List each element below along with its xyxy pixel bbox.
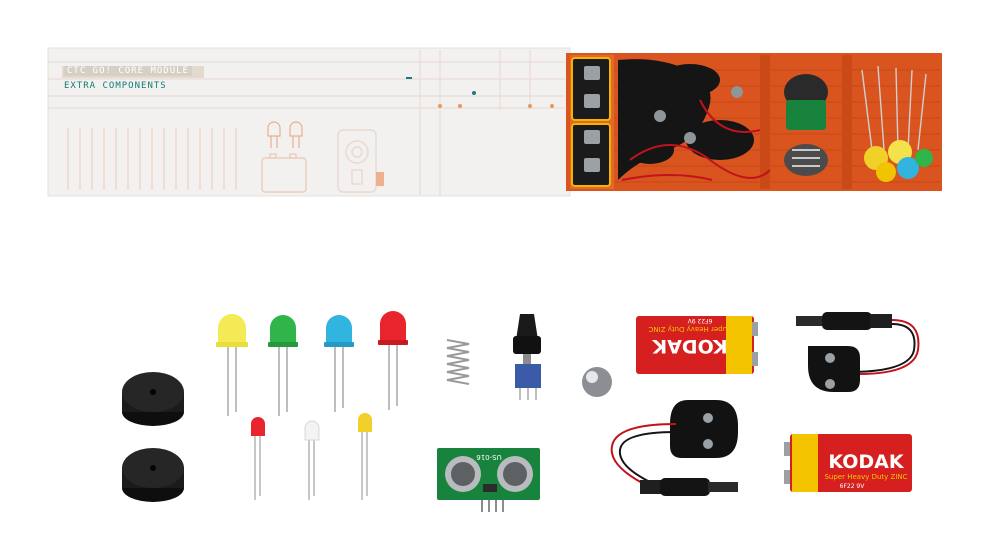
led-yellow-small bbox=[358, 413, 372, 500]
piezo-buzzer-top bbox=[122, 372, 184, 426]
battery-model-inverted: 6F22 9V bbox=[687, 317, 713, 324]
box-subtitle: EXTRA COMPONENTS bbox=[64, 81, 167, 91]
led-white-small bbox=[304, 420, 320, 500]
tray-sensor-compartment bbox=[784, 74, 828, 176]
tray-dividers bbox=[760, 55, 852, 189]
box-led-illustration bbox=[267, 121, 303, 148]
tray-led-compartment bbox=[861, 65, 933, 182]
piezo-buzzer-bottom bbox=[122, 448, 184, 502]
battery-9v-inverted: KODAK Super Heavy Duty ZINC 6F22 9V bbox=[636, 316, 758, 374]
box-sleeve-accent bbox=[376, 172, 384, 186]
box-sleeve-lines bbox=[48, 50, 565, 195]
barrel-jack-cable-top bbox=[796, 312, 920, 376]
tray-battery-top bbox=[571, 57, 611, 121]
tray-red-wires bbox=[621, 99, 771, 181]
led-yellow-large bbox=[216, 314, 248, 416]
potentiometer bbox=[513, 314, 541, 400]
battery-snap-top bbox=[808, 346, 860, 392]
box-battery-illustration bbox=[261, 153, 307, 193]
box-module-title: CTC GO! CORE MODULE bbox=[64, 66, 192, 76]
led-red-large bbox=[378, 311, 408, 410]
spring bbox=[446, 339, 470, 385]
battery-9v-upright: KODAK Super Heavy Duty ZINC 6F22 9V bbox=[784, 434, 912, 492]
box-button-illustration bbox=[337, 129, 377, 193]
sensor-model-label: US-016 bbox=[476, 453, 502, 461]
tray-battery-clips bbox=[618, 59, 754, 180]
barrel-jack-cable-bottom bbox=[640, 478, 738, 496]
battery-line-inverted: Super Heavy Duty ZINC bbox=[648, 325, 731, 333]
battery-line: Super Heavy Duty ZINC bbox=[824, 473, 907, 481]
battery-brand: KODAK bbox=[828, 451, 904, 473]
box-dots bbox=[406, 77, 554, 108]
box-vertical-ticks bbox=[67, 128, 237, 190]
led-red-small bbox=[251, 417, 265, 500]
battery-brand-inverted: KODAK bbox=[651, 335, 727, 357]
battery-snap-bottom bbox=[610, 400, 738, 487]
component-box bbox=[47, 47, 942, 197]
led-blue-large bbox=[324, 315, 354, 412]
steel-ball bbox=[582, 367, 612, 397]
ultrasonic-sensor: US-016 bbox=[437, 448, 540, 512]
battery-model: 6F22 9V bbox=[840, 483, 866, 490]
led-green-large bbox=[268, 315, 298, 416]
tray-battery-bottom bbox=[571, 123, 611, 187]
